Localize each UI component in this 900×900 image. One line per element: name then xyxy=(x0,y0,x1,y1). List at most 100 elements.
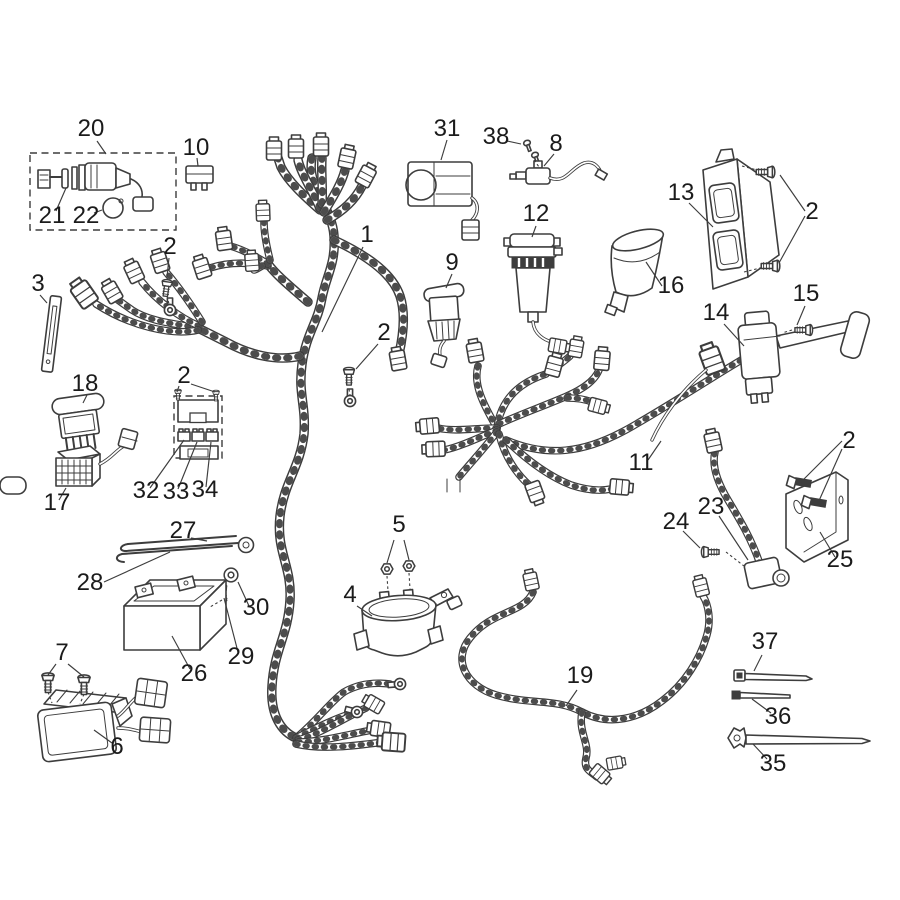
handlebar-switch xyxy=(423,282,465,369)
connector-icon xyxy=(420,440,447,458)
callout-37: 37 xyxy=(752,628,779,655)
leader-lines xyxy=(39,139,843,760)
battery-strap xyxy=(116,535,255,563)
connector-icon xyxy=(608,477,635,497)
connector-icon xyxy=(592,345,612,372)
callout-14: 14 xyxy=(703,299,730,326)
sensor-bracket xyxy=(785,471,849,563)
callout-2-fusebox: 2 xyxy=(177,362,190,389)
nut-icon xyxy=(380,563,394,575)
bolt-icon xyxy=(159,278,174,298)
ecu-module xyxy=(702,148,781,290)
fuse-icon xyxy=(177,428,191,442)
fuse-icon xyxy=(205,428,219,442)
brake-switch xyxy=(509,138,609,185)
connector-icon xyxy=(547,337,572,356)
ignition-coil xyxy=(650,310,871,442)
callout-33: 33 xyxy=(163,478,190,505)
callout-20: 20 xyxy=(78,115,105,142)
connector-icon xyxy=(287,134,305,159)
connector-icon xyxy=(190,252,214,281)
fuse-box xyxy=(173,388,223,460)
connector-icon xyxy=(0,476,27,495)
callout-2-ecu: 2 xyxy=(805,198,818,225)
connector-icon xyxy=(696,339,727,377)
callout-11: 11 xyxy=(629,449,654,476)
voltage-regulator xyxy=(36,677,172,763)
callout-2-harness-mid: 2 xyxy=(377,319,390,346)
callout-13: 13 xyxy=(668,179,695,206)
bolt-icon xyxy=(700,545,720,559)
junction-box xyxy=(55,427,139,487)
callout-26: 26 xyxy=(181,660,208,687)
callout-10: 10 xyxy=(183,134,210,161)
connector-icon xyxy=(702,426,724,455)
screw-icon xyxy=(522,138,534,153)
callout-2-harness-left: 2 xyxy=(163,233,176,260)
ring-terminal-icon xyxy=(386,677,407,692)
main-wire-harness xyxy=(65,132,409,753)
callout-34: 34 xyxy=(192,476,219,503)
callout-3: 3 xyxy=(31,270,44,297)
connector-icon xyxy=(605,754,627,771)
speed-sensor xyxy=(702,426,790,590)
callout-29: 29 xyxy=(228,643,255,670)
callout-7: 7 xyxy=(55,639,68,666)
callout-8: 8 xyxy=(549,130,562,157)
callout-31: 31 xyxy=(434,115,461,142)
bracket-stay xyxy=(40,294,63,373)
callout-12: 12 xyxy=(523,200,550,227)
cable-tie-35 xyxy=(727,727,871,749)
cable-tie-37 xyxy=(733,669,813,682)
connector-icon xyxy=(120,256,146,286)
callout-27: 27 xyxy=(170,517,197,544)
connector-icon xyxy=(523,479,548,508)
callout-24: 24 xyxy=(663,508,690,535)
callout-5: 5 xyxy=(392,511,405,538)
callout-30: 30 xyxy=(243,594,270,621)
callout-25: 25 xyxy=(827,546,854,573)
rocker-switch xyxy=(51,392,105,453)
strap-rod xyxy=(116,545,233,563)
connector-icon xyxy=(375,730,407,753)
callout-18: 18 xyxy=(72,370,99,397)
ignition-switch-assembly xyxy=(29,152,177,231)
accessory-cable xyxy=(458,567,713,788)
callout-21: 21 xyxy=(39,202,66,229)
flasher-relay xyxy=(185,165,214,191)
callout-32: 32 xyxy=(133,477,160,504)
connector-icon xyxy=(255,199,271,222)
power-outlet xyxy=(604,228,665,317)
solenoid-valve xyxy=(503,233,572,356)
connector-icon xyxy=(213,225,234,252)
bolt-icon xyxy=(342,366,356,386)
kit-boundary-box xyxy=(29,152,177,231)
assembly-lines xyxy=(47,159,793,705)
callout-36: 36 xyxy=(765,703,792,730)
fuse-icon xyxy=(191,428,205,442)
callout-6: 6 xyxy=(110,733,123,760)
battery xyxy=(123,575,227,651)
nut-icon xyxy=(402,560,416,572)
callout-35: 35 xyxy=(760,750,787,777)
connector-icon xyxy=(586,396,612,417)
callout-17: 17 xyxy=(44,489,71,516)
callout-22: 22 xyxy=(73,202,100,229)
connector-icon xyxy=(243,249,261,273)
bolt-icon xyxy=(785,474,812,490)
ring-terminal-icon xyxy=(163,297,177,317)
callout-1: 1 xyxy=(360,221,373,248)
callout-16: 16 xyxy=(658,272,685,299)
connector-icon xyxy=(312,132,330,157)
callout-23: 23 xyxy=(698,493,725,520)
o-ring xyxy=(102,197,124,219)
callout-28: 28 xyxy=(77,569,104,596)
callout-15: 15 xyxy=(793,280,820,307)
callouts: 20 10 31 38 8 13 2 21 22 12 1 2 9 16 15 … xyxy=(31,115,855,777)
bolt-icon xyxy=(41,672,55,694)
starter-relay xyxy=(353,588,463,657)
callout-2-bracket: 2 xyxy=(842,427,855,454)
cable-tie-36 xyxy=(731,690,791,700)
callout-19: 19 xyxy=(567,662,594,689)
